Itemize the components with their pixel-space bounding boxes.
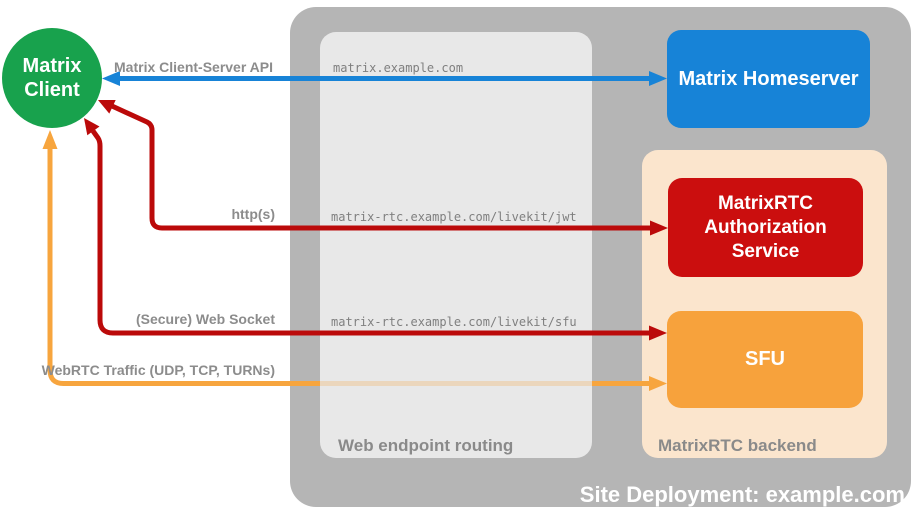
web-endpoint-routing-label: Web endpoint routing	[338, 436, 514, 455]
url-livekit-sfu: matrix-rtc.example.com/livekit/sfu	[331, 315, 577, 329]
matrixrtc-authorization-service-node: MatrixRTC Authorization Service	[668, 178, 863, 277]
web-socket-label: (Secure) Web Socket	[135, 311, 275, 327]
url-livekit-jwt: matrix-rtc.example.com/livekit/jwt	[331, 210, 577, 224]
matrix-homeserver-node: Matrix Homeserver	[667, 30, 870, 128]
web-socket-arrowhead-client	[84, 118, 100, 136]
sfu-node: SFU	[667, 311, 863, 408]
web-endpoint-routing-container	[320, 32, 592, 458]
matrixrtc-backend-label: MatrixRTC backend	[658, 436, 817, 455]
matrix-client-label-line2: Client	[24, 79, 80, 101]
webrtc-traffic-label: WebRTC Traffic (UDP, TCP, TURNs)	[41, 362, 275, 378]
webrtc-arrowhead-client	[42, 130, 58, 149]
https-arrowhead-client	[98, 100, 116, 114]
client-server-api-label: Matrix Client-Server API	[114, 59, 273, 75]
matrix-client-node: Matrix Client	[2, 28, 102, 128]
webrtc-arrow-line-left	[47, 147, 320, 386]
site-deployment-label: Site Deployment: example.com	[579, 482, 905, 507]
url-matrix-example-com: matrix.example.com	[333, 61, 464, 75]
https-label: http(s)	[231, 206, 275, 222]
matrix-client-label-line1: Matrix	[22, 55, 82, 77]
